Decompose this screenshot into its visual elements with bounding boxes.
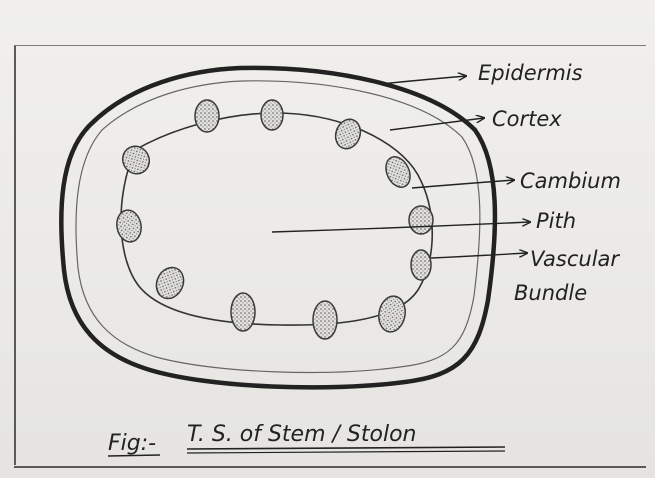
vascular-bundle bbox=[408, 205, 434, 235]
frame-top-border bbox=[14, 45, 646, 46]
cortex-pointer bbox=[389, 118, 484, 131]
vascular-bundle bbox=[194, 99, 220, 133]
label-epidermis: Epidermis bbox=[478, 61, 583, 85]
vascular-bundle bbox=[410, 249, 432, 281]
label-vascular: Vascular bbox=[530, 247, 620, 271]
frame-left-border bbox=[14, 45, 16, 465]
caption-title-underline-2 bbox=[186, 450, 506, 454]
label-cortex: Cortex bbox=[492, 107, 562, 131]
vascular-bundle bbox=[378, 295, 406, 333]
vascular-bundle bbox=[385, 156, 411, 188]
vascular-bundle bbox=[260, 99, 284, 131]
label-pointers bbox=[271, 76, 530, 259]
caption-title: T. S. of Stem / Stolon bbox=[187, 422, 417, 447]
label-cambium: Cambium bbox=[520, 169, 621, 193]
pith-pointer bbox=[271, 222, 530, 233]
epidermis-pointer bbox=[379, 76, 466, 85]
epidermis-outline bbox=[59, 65, 498, 390]
vascular-bundle-pointer bbox=[430, 253, 527, 259]
vascular-bundles bbox=[116, 99, 434, 340]
frame-bottom-border bbox=[14, 466, 646, 468]
cambium-pointer bbox=[411, 180, 514, 189]
hypodermis-outline bbox=[75, 80, 481, 374]
vascular-bundle bbox=[155, 266, 185, 300]
label-bundle: Bundle bbox=[514, 281, 587, 305]
caption-title-underline bbox=[186, 446, 506, 450]
vascular-bundle bbox=[230, 292, 256, 332]
vascular-bundle bbox=[121, 145, 151, 175]
label-pith: Pith bbox=[536, 209, 576, 233]
vascular-bundle bbox=[334, 118, 362, 150]
vascular-bundle bbox=[312, 300, 338, 340]
caption-prefix-underline bbox=[107, 454, 161, 457]
caption-prefix: Fig:- bbox=[108, 431, 156, 456]
vascular-bundle bbox=[116, 209, 142, 243]
